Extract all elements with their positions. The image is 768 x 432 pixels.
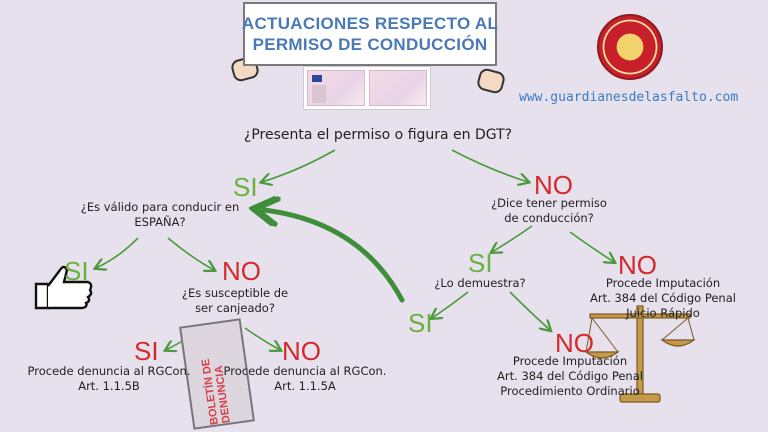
canje-yes-result-line-1: Procede denuncia al RGCon.: [27, 364, 191, 378]
arrow-canje-to-no: [244, 327, 280, 350]
permit-no-result-line-2: Art. 384 del Código Penal: [590, 291, 736, 305]
valid-question: ¿Es válido para conducir en ESPAÑA?: [60, 200, 260, 230]
branch-no-label: NO: [534, 170, 573, 200]
permit-question-line-2: de conducción?: [504, 211, 594, 225]
arrow-permit-to-si: [492, 225, 533, 252]
permit-question-line-1: ¿Dice tener permiso: [491, 196, 607, 210]
canje-yes-result-line-2: Art. 1.1.5B: [78, 379, 140, 393]
root-question: ¿Presenta el permiso o figura en DGT?: [243, 127, 513, 143]
licence-back-image: [369, 70, 427, 106]
valid-question-line-2: ESPAÑA?: [134, 215, 186, 229]
valid-no-label: NO: [222, 256, 261, 286]
prove-question: ¿Lo demuestra?: [434, 276, 526, 290]
website-link[interactable]: www.guardianesdelasfalto.com: [519, 90, 739, 105]
valid-question-line-1: ¿Es válido para conducir en: [80, 200, 240, 214]
title-line-1: ACTUACIONES RESPECTO AL: [241, 14, 499, 33]
licence-front-image: [307, 70, 365, 106]
prove-no-result-line-1: Procede Imputación: [512, 354, 628, 368]
branch-yes-label: SI: [233, 172, 258, 202]
arrow-valid-to-no: [167, 237, 214, 270]
prove-yes-label: SI: [408, 308, 433, 338]
permit-no-label: NO: [618, 250, 657, 280]
valid-yes-label: SI: [64, 256, 89, 286]
permit-no-result: Procede Imputación Art. 384 del Código P…: [568, 276, 758, 321]
canje-yes-result: Procede denuncia al RGCon. Art. 1.1.5B: [14, 364, 204, 394]
permit-no-result-line-3: Juicio Rápido: [626, 306, 700, 320]
arrow-root-to-si: [262, 149, 336, 182]
title-line-2: PERMISO DE CONDUCCIÓN: [252, 35, 488, 54]
arrow-prove-to-no: [509, 291, 550, 330]
canje-no-label: NO: [282, 336, 321, 366]
police-seal-icon: [597, 14, 663, 80]
licence-images: [303, 66, 431, 110]
permit-yes-label: SI: [468, 248, 493, 278]
prove-no-result-line-2: Art. 384 del Código Penal: [497, 369, 643, 383]
arrow-root-to-no: [451, 149, 528, 182]
canje-yes-label: SI: [134, 336, 159, 366]
canje-question: ¿Es susceptible de ser canjeado?: [165, 286, 305, 316]
canje-question-line-2: ser canjeado?: [195, 301, 275, 315]
arrow-permit-to-no: [569, 231, 614, 262]
permit-question: ¿Dice tener permiso de conducción?: [484, 196, 614, 226]
canje-no-result: Procede denuncia al RGCon. Art. 1.1.5A: [210, 364, 400, 394]
big-return-arrow: [264, 210, 405, 303]
canje-question-line-1: ¿Es susceptible de: [181, 286, 289, 300]
prove-no-label: NO: [555, 328, 594, 358]
prove-no-result-line-3: Procedimiento Ordinario: [500, 384, 640, 398]
prove-no-result: Procede Imputación Art. 384 del Código P…: [480, 354, 660, 399]
permit-no-result-line-1: Procede Imputación: [605, 276, 721, 290]
arrow-valid-to-si: [96, 237, 139, 268]
thumbs-up-icon: [34, 265, 93, 310]
scales-of-justice-icon: [584, 305, 696, 403]
canje-no-result-line-2: Art. 1.1.5A: [274, 379, 336, 393]
title-card: ACTUACIONES RESPECTO AL PERMISO DE CONDU…: [241, 2, 499, 66]
arrow-prove-to-si: [432, 291, 469, 318]
canje-no-result-line-1: Procede denuncia al RGCon.: [223, 364, 387, 378]
